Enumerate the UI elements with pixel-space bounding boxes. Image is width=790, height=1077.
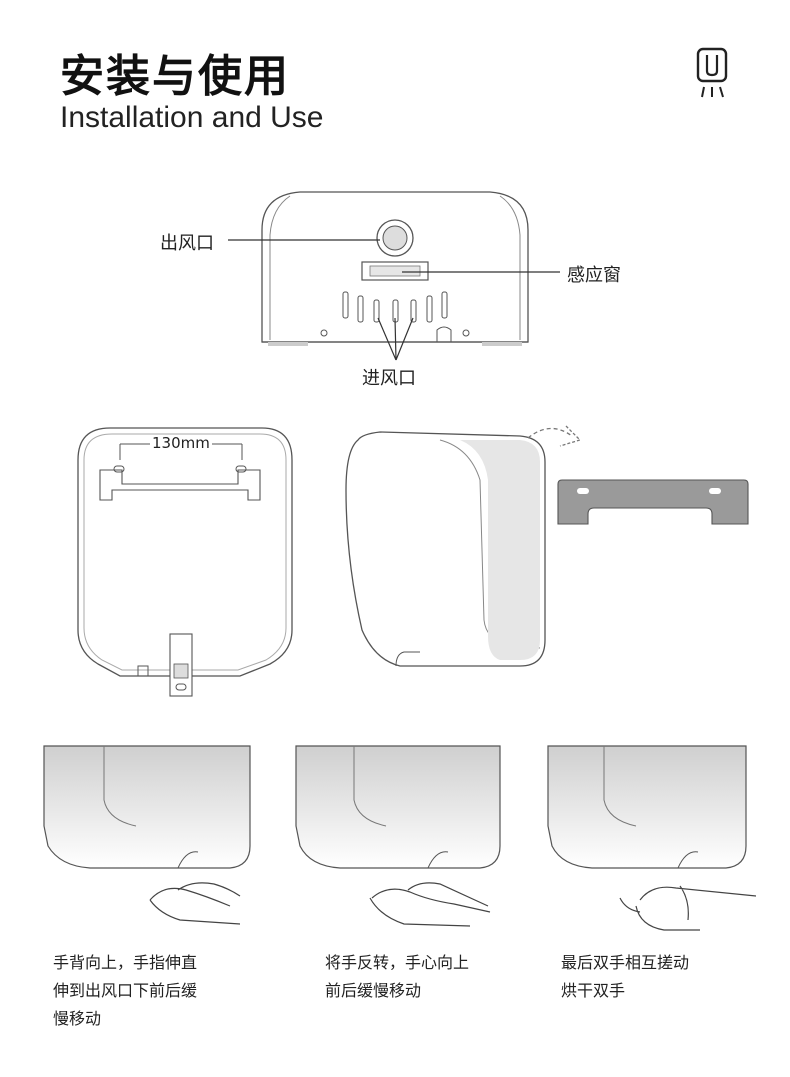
step-3-caption: 最后双手相互搓动 烘干双手	[561, 953, 690, 1000]
step-2-illustration	[295, 745, 501, 927]
page-subtitle: Installation and Use	[60, 101, 324, 134]
step-1-illustration	[43, 745, 251, 925]
inlet-leader-lines	[377, 317, 414, 361]
dryer-side-view	[345, 425, 749, 667]
wall-bracket	[557, 479, 749, 525]
bracket-dimension-label: 130mm	[152, 434, 210, 452]
dryer-front-view	[228, 191, 560, 361]
sensor-label: 感应窗	[567, 265, 621, 286]
step-2-caption: 将手反转，手心向上 前后缓慢移动	[325, 953, 470, 1000]
page-title: 安装与使用	[60, 51, 290, 102]
inlet-label: 进风口	[362, 368, 416, 389]
outlet-label: 出风口	[160, 233, 214, 254]
step-3-illustration	[547, 745, 757, 931]
hand-dryer-logo-icon	[696, 47, 728, 98]
mount-arrow-icon	[527, 427, 573, 439]
dryer-back-view	[77, 427, 293, 697]
step-1-caption: 手背向上，手指伸直 伸到出风口下前后缓 慢移动	[53, 953, 198, 1028]
